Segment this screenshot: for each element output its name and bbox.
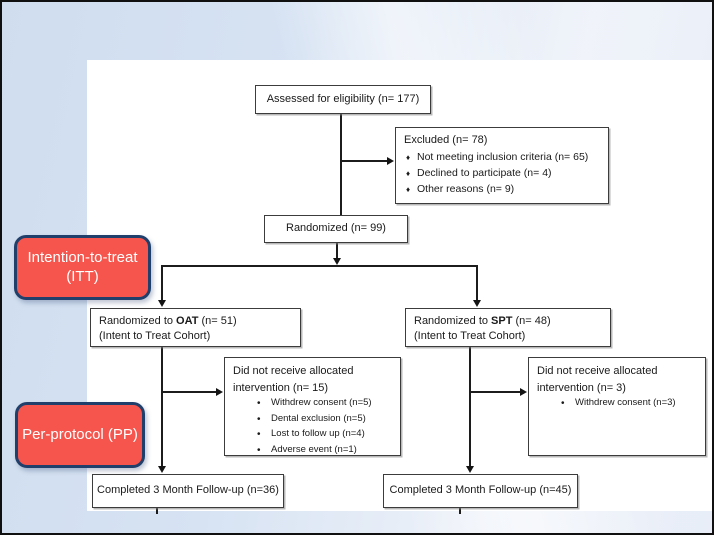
- excluded-box: Excluded (n= 78) ♦ Not meeting inclusion…: [395, 127, 609, 204]
- excluded-item: ♦ Not meeting inclusion criteria (n= 65): [406, 150, 600, 165]
- dnr-right-box: Did not receive allocated intervention (…: [528, 357, 706, 456]
- connector-stub-right: [459, 506, 461, 514]
- dnr-left-item: • Adverse event (n=1): [257, 443, 392, 459]
- diamond-bullet-icon: ♦: [406, 152, 411, 162]
- connector-branch-right: [476, 265, 478, 301]
- arrowhead-split: [333, 258, 341, 265]
- dnr-left-title: Did not receive allocated intervention (…: [233, 365, 354, 394]
- connector-randomized-down: [336, 243, 338, 260]
- dot-bullet-icon: •: [561, 398, 565, 409]
- dot-bullet-icon: •: [257, 444, 261, 456]
- spt-line1: Randomized to SPT (n= 48): [414, 314, 602, 329]
- dnr-left-item-label: Dental exclusion (n=5): [271, 412, 366, 424]
- excluded-item-label: Not meeting inclusion criteria (n= 65): [417, 150, 589, 163]
- callout-itt-label: Intention-to-treat (ITT): [27, 248, 138, 285]
- completed-left-box: Completed 3 Month Follow-up (n=36): [92, 474, 284, 508]
- arrowhead-excluded: [387, 157, 394, 165]
- spt-box: Randomized to SPT (n= 48) (Intent to Tre…: [405, 308, 611, 347]
- connector-spt-to-completed: [469, 347, 471, 467]
- dot-bullet-icon: •: [257, 429, 261, 440]
- dot-bullet-icon: •: [257, 413, 261, 425]
- oat-suffix: (n= 51): [198, 315, 237, 327]
- excluded-item-label: Other reasons (n= 9): [417, 183, 515, 196]
- completed-right-box: Completed 3 Month Follow-up (n=45): [383, 474, 578, 508]
- arrowhead-completed-right: [466, 466, 474, 473]
- randomized-box: Randomized (n= 99): [264, 215, 408, 243]
- dnr-left-box: Did not receive allocated intervention (…: [224, 357, 401, 456]
- dnr-left-item: • Lost to follow up (n=4): [257, 427, 392, 443]
- dnr-right-title: Did not receive allocated intervention (…: [537, 365, 658, 394]
- diamond-bullet-icon: ♦: [406, 169, 411, 179]
- dnr-left-item: • Dental exclusion (n=5): [257, 412, 392, 428]
- callout-itt: Intention-to-treat (ITT): [14, 235, 151, 300]
- arrowhead-spt: [473, 300, 481, 307]
- connector-to-dnr-left: [161, 391, 217, 393]
- dot-bullet-icon: •: [257, 398, 261, 409]
- dnr-left-item: • Withdrew consent (n=5): [257, 396, 392, 412]
- oat-prefix: Randomized to: [99, 315, 177, 327]
- randomized-label: Randomized (n= 99): [286, 222, 386, 235]
- oat-code: OAT: [176, 315, 199, 327]
- connector-to-dnr-right: [469, 391, 521, 393]
- dnr-left-item-label: Adverse event (n=1): [271, 443, 357, 455]
- oat-line1: Randomized to OAT (n= 51): [99, 314, 292, 329]
- callout-pp: Per-protocol (PP): [15, 402, 145, 468]
- arrowhead-oat: [158, 300, 166, 307]
- dnr-left-item-label: Withdrew consent (n=5): [271, 397, 372, 408]
- completed-left-label: Completed 3 Month Follow-up (n=36): [97, 484, 279, 497]
- arrowhead-dnr-right: [520, 388, 527, 396]
- connector-oat-to-completed: [161, 347, 163, 467]
- arrowhead-completed-left: [158, 466, 166, 473]
- connector-to-excluded: [340, 160, 388, 162]
- diamond-bullet-icon: ♦: [406, 185, 411, 195]
- connector-assessed-to-randomized: [340, 113, 342, 216]
- assessed-label: Assessed for eligibility (n= 177): [266, 92, 420, 105]
- assessed-box: Assessed for eligibility (n= 177): [255, 85, 431, 114]
- dnr-left-item-label: Lost to follow up (n=4): [271, 428, 365, 439]
- callout-pp-label: Per-protocol (PP): [22, 425, 138, 443]
- connector-branch-left: [161, 265, 163, 301]
- spt-suffix: (n= 48): [512, 315, 551, 327]
- spt-line2: (Intent to Treat Cohort): [414, 330, 526, 343]
- arrowhead-dnr-left: [216, 388, 223, 396]
- connector-stub-left: [156, 506, 158, 514]
- excluded-title: Excluded (n= 78): [404, 134, 488, 146]
- spt-prefix: Randomized to: [414, 315, 492, 327]
- connector-split-horizontal: [161, 265, 478, 267]
- oat-line2: (Intent to Treat Cohort): [99, 330, 211, 343]
- dnr-right-item-label: Withdrew consent (n=3): [575, 397, 676, 408]
- excluded-item: ♦ Other reasons (n= 9): [406, 182, 600, 197]
- excluded-item-label: Declined to participate (n= 4): [417, 167, 552, 180]
- completed-right-label: Completed 3 Month Follow-up (n=45): [389, 484, 572, 497]
- excluded-item: ♦ Declined to participate (n= 4): [406, 166, 600, 181]
- spt-code: SPT: [491, 315, 513, 327]
- dnr-right-item: • Withdrew consent (n=3): [561, 396, 697, 412]
- oat-box: Randomized to OAT (n= 51) (Intent to Tre…: [90, 308, 301, 347]
